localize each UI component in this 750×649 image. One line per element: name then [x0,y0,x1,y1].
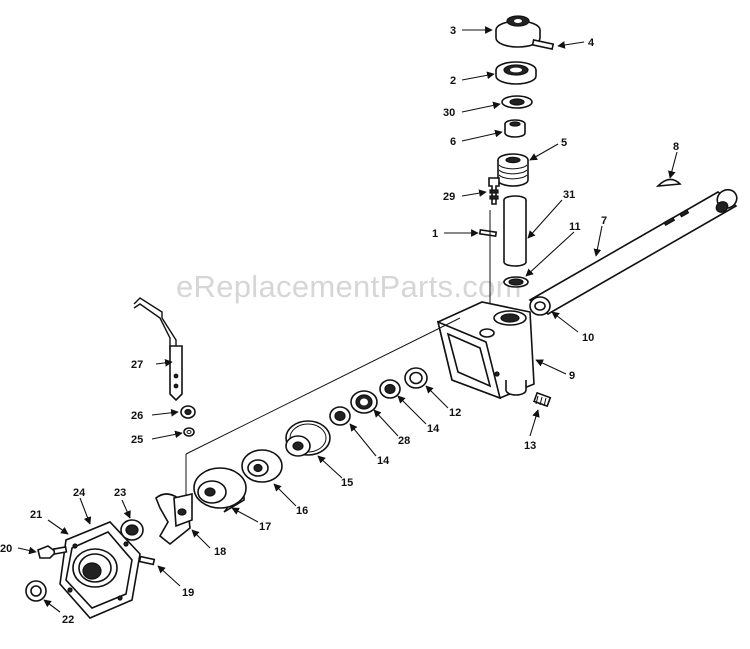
label-part-5: 5 [561,137,567,149]
label-part-11: 11 [569,221,581,233]
label-part-14-a: 14 [427,423,440,435]
part-1-pin [478,229,498,237]
part-20-bolt [37,545,68,559]
label-part-20: 20 [0,543,12,555]
part-18-fork [155,493,193,546]
part-14-washer-a [379,379,401,399]
part-5-gear [497,153,529,187]
part-8-key [655,178,682,187]
part-29-fitting [488,177,500,205]
label-part-10: 10 [582,332,594,344]
label-part-21: 21 [30,509,42,521]
part-9-gearcase [436,301,535,400]
part-31-shaft [503,195,527,267]
label-part-22: 22 [62,614,74,626]
label-part-27: 27 [131,359,143,371]
label-part-14-b: 14 [377,455,390,467]
label-part-9: 9 [569,370,575,382]
part-7-shaft [528,188,738,315]
label-part-24: 24 [73,487,86,499]
part-13-setscrew [533,391,552,408]
part-16-cup [241,449,283,483]
part-14-washer-b [329,406,351,426]
part-labels: 3 4 2 30 6 5 8 29 31 1 11 7 10 9 12 13 1… [0,25,679,626]
part-15-gear [285,420,331,457]
part-22-seal [25,580,47,602]
label-part-31: 31 [563,189,575,201]
label-part-17: 17 [259,521,271,533]
part-2-bearing [495,61,537,85]
label-part-26: 26 [131,410,143,422]
part-27-arm [133,297,183,402]
leader-lines [17,26,678,613]
label-part-18: 18 [214,546,226,558]
label-part-7: 7 [601,215,607,227]
part-30-washer [501,95,533,109]
label-part-19: 19 [182,587,194,599]
part-19-pin [138,555,156,566]
part-26-nut [180,405,196,419]
label-part-15: 15 [341,477,353,489]
label-part-29: 29 [443,191,455,203]
part-10-seal [529,296,551,316]
part-12-bushing [404,367,428,389]
label-part-2: 2 [450,75,456,87]
label-part-25: 25 [131,434,143,446]
label-part-28: 28 [398,435,410,447]
part-25-washer [183,427,195,437]
watermark-text: eReplacementParts.com [176,269,522,304]
part-4-key [531,39,555,50]
label-part-16: 16 [296,505,308,517]
part-24-cover [59,521,141,619]
label-part-4: 4 [588,37,595,49]
label-part-30: 30 [443,107,455,119]
part-6-bushing [504,119,526,138]
label-part-12: 12 [449,407,461,419]
label-part-3: 3 [450,25,456,37]
part-28-bearing [350,390,378,414]
label-part-8: 8 [673,141,679,153]
part-23-bearing [120,519,144,541]
part-17-clutch [193,467,247,513]
label-part-1: 1 [432,228,438,240]
label-part-23: 23 [114,487,126,499]
label-part-13: 13 [524,440,536,452]
label-part-6: 6 [450,136,456,148]
part-11-bearing [503,276,529,288]
